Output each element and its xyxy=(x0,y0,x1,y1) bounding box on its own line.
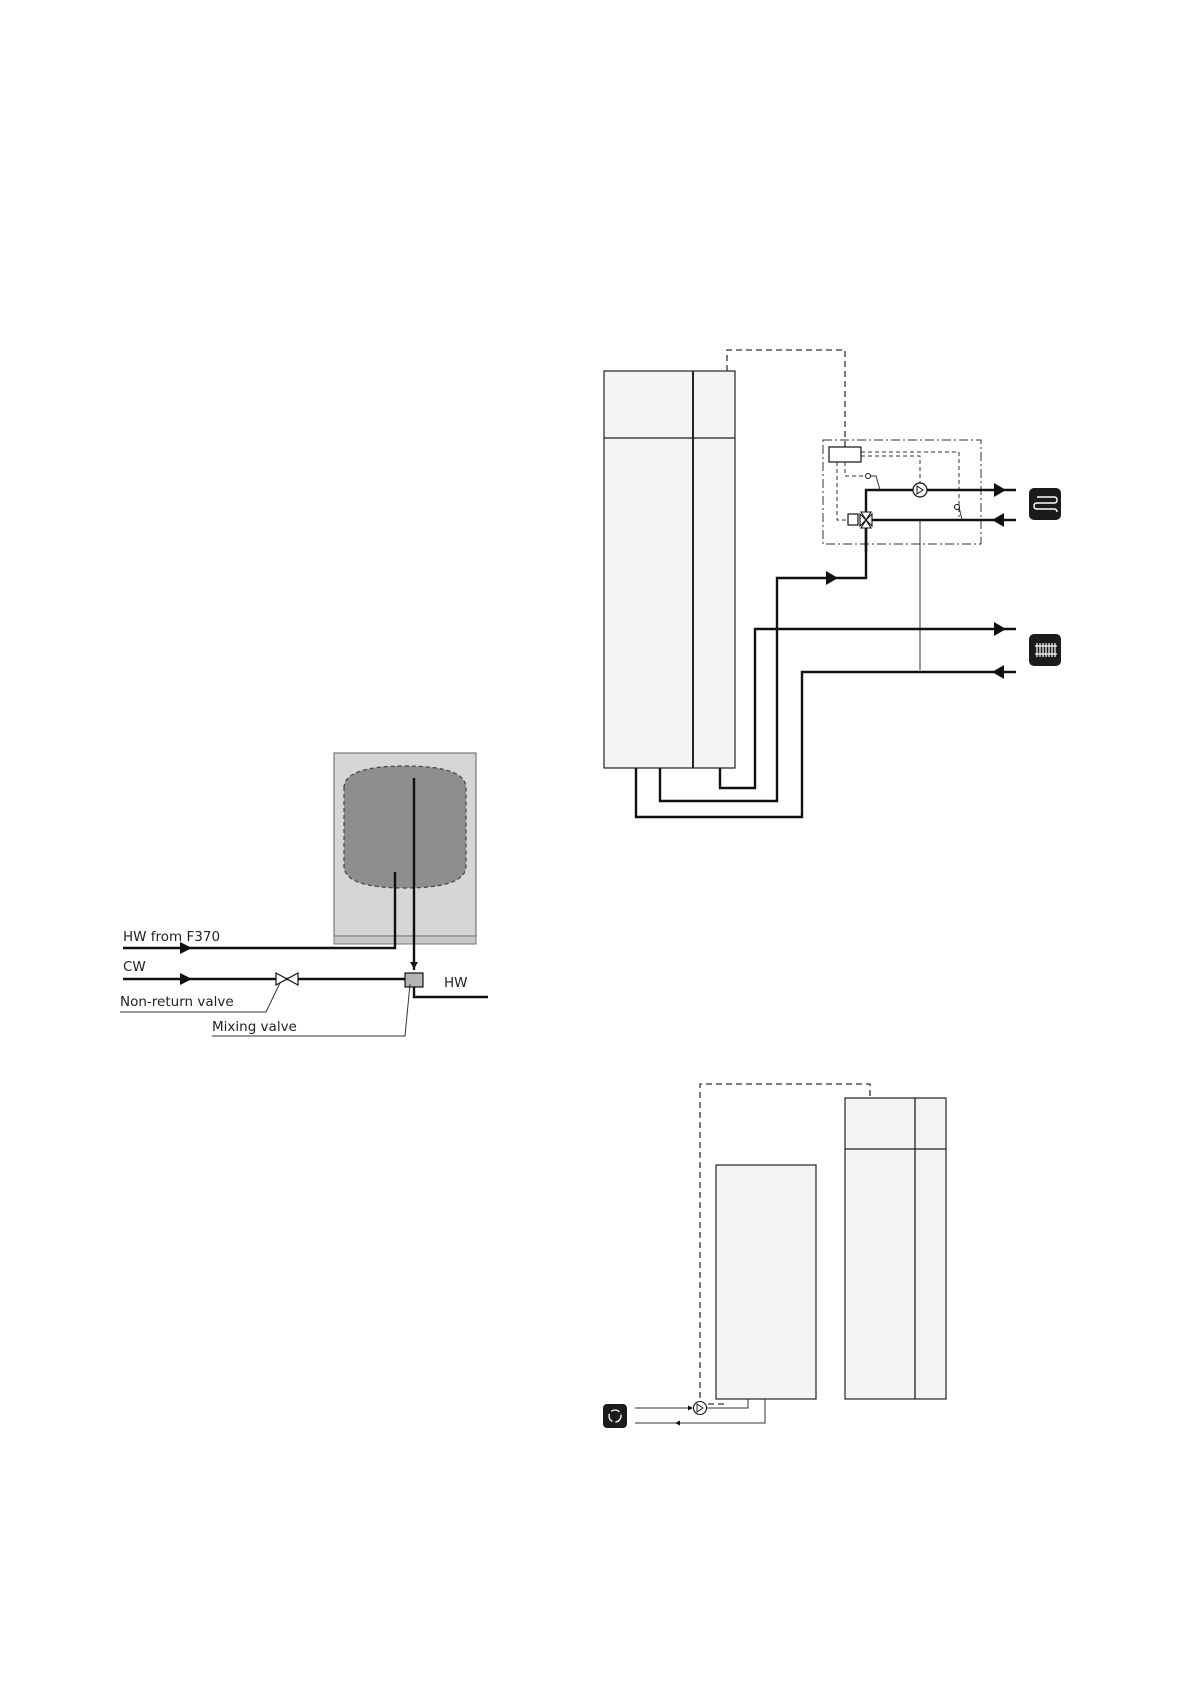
circulation-return-line xyxy=(676,1399,765,1423)
heat-pump-unit xyxy=(845,1098,946,1399)
flow-arrow xyxy=(994,622,1006,636)
flow-arrow xyxy=(992,665,1004,679)
flow-arrow xyxy=(180,973,192,985)
heating-circuits-diagram xyxy=(604,350,1061,817)
water-heater-vessel xyxy=(344,766,466,888)
shunt-feed-pipe xyxy=(777,528,866,673)
return-sensor xyxy=(959,507,962,520)
valve-cable xyxy=(837,462,849,520)
pump-cable xyxy=(861,456,920,483)
control-module xyxy=(829,447,861,462)
return-sensor-icon xyxy=(955,505,960,510)
flow-arrow xyxy=(410,962,418,969)
flow-arrow xyxy=(994,483,1006,497)
flow-arrow xyxy=(826,571,838,585)
non-return-valve-label: Non-return valve xyxy=(120,994,234,1010)
flow-arrow xyxy=(992,513,1004,527)
mixing-valve-label: Mixing valve xyxy=(212,1019,297,1035)
supply-sensor-icon xyxy=(866,474,871,479)
non-return-valve-icon xyxy=(276,973,298,985)
hw-from-f370-label: HW from F370 xyxy=(123,929,220,945)
heat-pump-unit xyxy=(604,371,735,768)
circulation-pump-icon xyxy=(694,1402,707,1415)
hw-label: HW xyxy=(444,975,468,991)
shunt-valve-icon xyxy=(848,512,872,528)
sensor-cable xyxy=(861,452,959,517)
underfloor-heating-icon xyxy=(1029,488,1061,520)
cw-label: CW xyxy=(123,959,146,975)
radiator-supply-pipe xyxy=(720,629,1016,788)
mixing-valve-icon xyxy=(405,973,423,987)
hot-water-diagram: HW from F370 CW HW Non-return valve Mixi… xyxy=(120,753,488,1036)
circulation-icon xyxy=(603,1404,627,1428)
sensor-cable xyxy=(845,462,866,476)
circulation-diagram xyxy=(603,1084,946,1428)
water-heater-base xyxy=(334,936,476,944)
radiator-icon xyxy=(1029,634,1061,666)
circulation-pump-icon xyxy=(913,483,927,497)
signal-cable xyxy=(727,350,845,447)
water-heater-unit xyxy=(716,1165,816,1399)
